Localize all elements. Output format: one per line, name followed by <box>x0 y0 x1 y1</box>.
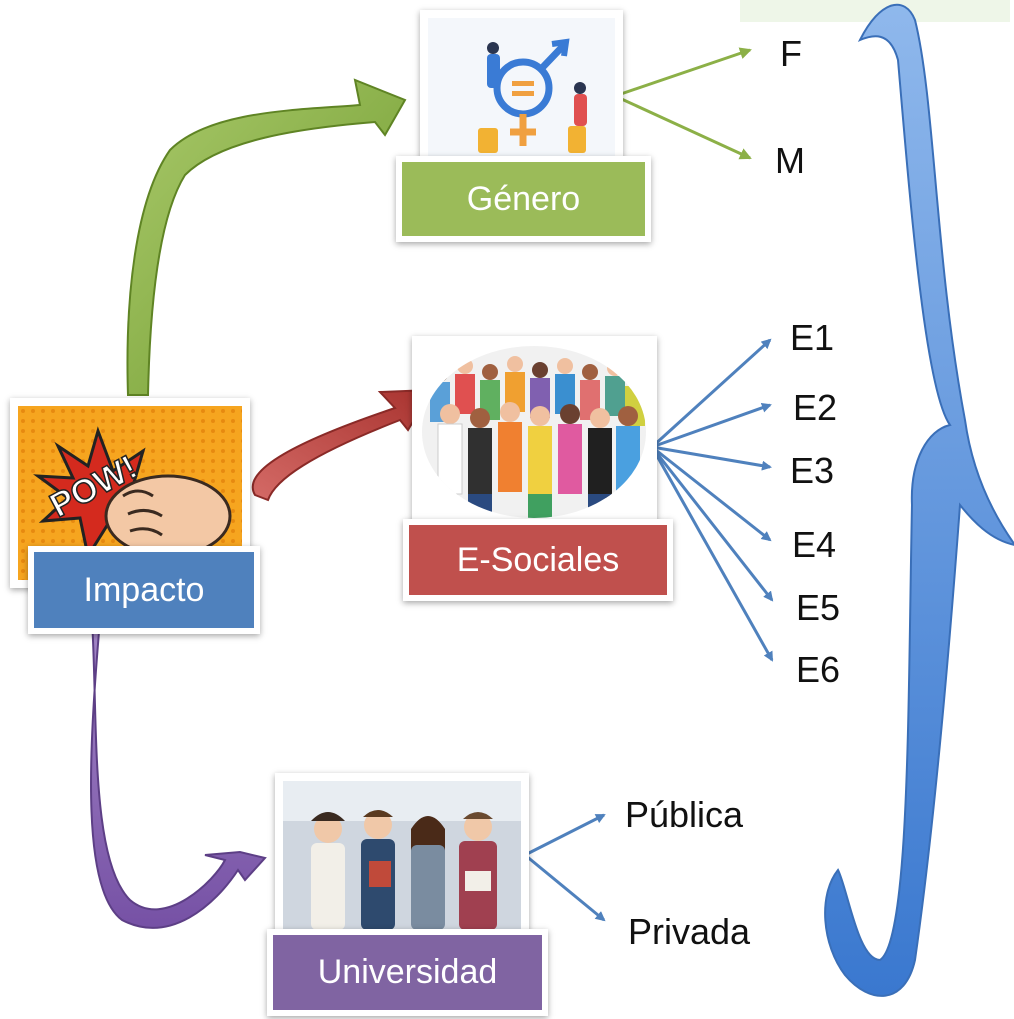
arrow-to-genero <box>126 78 407 396</box>
leaf-m: M <box>775 140 805 181</box>
connector-publica <box>524 813 606 857</box>
students-photo-icon <box>283 781 521 930</box>
esociales-image-card <box>412 336 657 526</box>
gender-equality-icon <box>428 18 615 157</box>
universidad-label: Universidad <box>273 935 542 1010</box>
arrow-to-universidad <box>90 619 267 929</box>
leaf-publica: Pública <box>625 794 744 835</box>
connector-e1 <box>650 338 772 449</box>
leaf-e5: E5 <box>796 587 841 628</box>
crowd-figures <box>430 356 645 518</box>
universidad-label-card: Universidad <box>267 929 548 1016</box>
impacto-label-card: Impacto <box>28 546 260 634</box>
genero-label-card: Género <box>396 156 651 242</box>
leaf-e4: E4 <box>792 524 837 565</box>
connector-e3 <box>651 445 772 471</box>
leaf-e3: E3 <box>790 450 835 491</box>
connector-genero-m <box>614 94 752 160</box>
connector-e5 <box>650 446 774 602</box>
leaf-e1: E1 <box>790 317 835 358</box>
crowd-people-icon <box>420 344 649 518</box>
esociales-label-card: E-Sociales <box>403 519 673 601</box>
universidad-image-card <box>275 773 529 938</box>
connector-genero-f <box>614 47 752 98</box>
impacto-label: Impacto <box>34 552 254 628</box>
genero-label: Género <box>402 162 645 236</box>
leaf-privada: Privada <box>628 911 751 952</box>
esociales-label: E-Sociales <box>409 525 667 595</box>
genero-image-card <box>420 10 623 165</box>
leaf-e6: E6 <box>796 649 841 690</box>
connector-privada <box>524 853 606 922</box>
connector-e2 <box>651 402 772 449</box>
leaf-f: F <box>780 33 802 74</box>
connector-e4 <box>651 445 772 542</box>
corner-tab <box>740 0 1010 22</box>
connector-e6 <box>650 446 774 662</box>
right-brace <box>824 3 1014 997</box>
leaf-e2: E2 <box>793 387 838 428</box>
arrow-to-esociales <box>251 388 434 502</box>
